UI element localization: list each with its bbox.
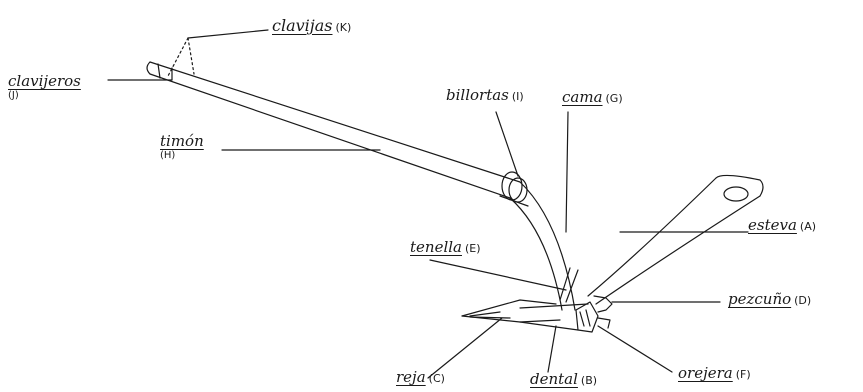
clavijas-part [167, 37, 195, 77]
timon-part [146, 61, 521, 199]
orejera-part [575, 301, 599, 333]
label-esteva: esteva(A) [748, 216, 817, 234]
label-pezcuno: pezcuño(D) [728, 290, 812, 308]
pezcuno-part [593, 295, 613, 329]
cama-part [509, 181, 576, 311]
esteva-part [587, 174, 764, 305]
tenella-part [559, 267, 579, 303]
reja-part [461, 299, 561, 323]
dental-part [519, 303, 589, 331]
label-clavijas: clavijas(K) [272, 16, 352, 35]
billortas-part [499, 171, 529, 207]
label-reja: reja(C) [396, 368, 445, 386]
label-timon: timón (H) [160, 132, 204, 161]
leader-lines [107, 29, 749, 379]
label-cama: cama(G) [562, 88, 623, 106]
label-orejera: orejera(F) [678, 364, 751, 382]
label-billortas: billortas(I) [446, 86, 524, 104]
label-dental: dental(B) [530, 370, 598, 388]
label-tenella: tenella(E) [410, 238, 481, 256]
label-clavijeros: clavijeros (J) [8, 72, 81, 101]
